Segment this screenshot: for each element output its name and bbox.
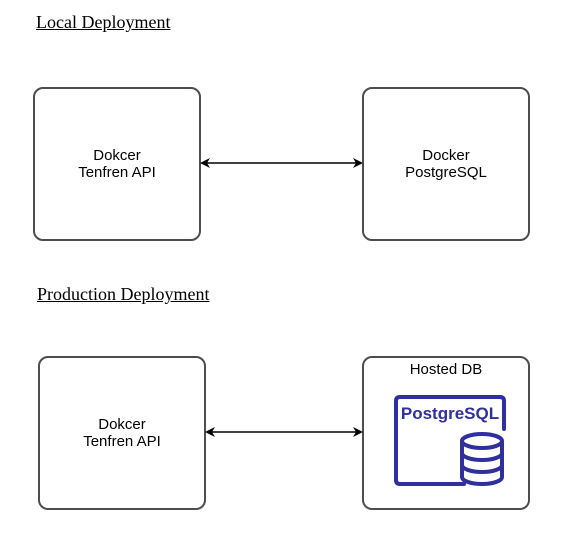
hosted-db-label: Hosted DB [409, 361, 483, 378]
production-api-label-line2: Tenfren API [83, 433, 161, 450]
local-db-label-line1: Docker [422, 147, 470, 164]
local-deployment-title: Local Deployment [36, 12, 171, 32]
production-api-label: Dokcer Tenfren API [40, 416, 204, 450]
local-api-label: Dokcer Tenfren API [35, 147, 199, 181]
local-api-label-line1: Dokcer [93, 147, 141, 164]
production-api-box: Dokcer Tenfren API [38, 356, 206, 510]
database-cylinder-icon [460, 432, 504, 486]
postgresql-frame [394, 395, 506, 486]
local-db-box: Docker PostgreSQL [362, 87, 530, 241]
production-deployment-title: Production Deployment [37, 284, 210, 304]
production-api-label-line1: Dokcer [98, 416, 146, 433]
local-api-box: Dokcer Tenfren API [33, 87, 201, 241]
local-db-label-line2: PostgreSQL [405, 164, 487, 181]
production-db-box: Hosted DB PostgreSQL [362, 356, 530, 510]
postgresql-database-icon: PostgreSQL [394, 395, 506, 486]
local-api-label-line2: Tenfren API [78, 164, 156, 181]
postgresql-logo-text: PostgreSQL [401, 404, 499, 423]
local-db-label: Docker PostgreSQL [364, 147, 528, 181]
